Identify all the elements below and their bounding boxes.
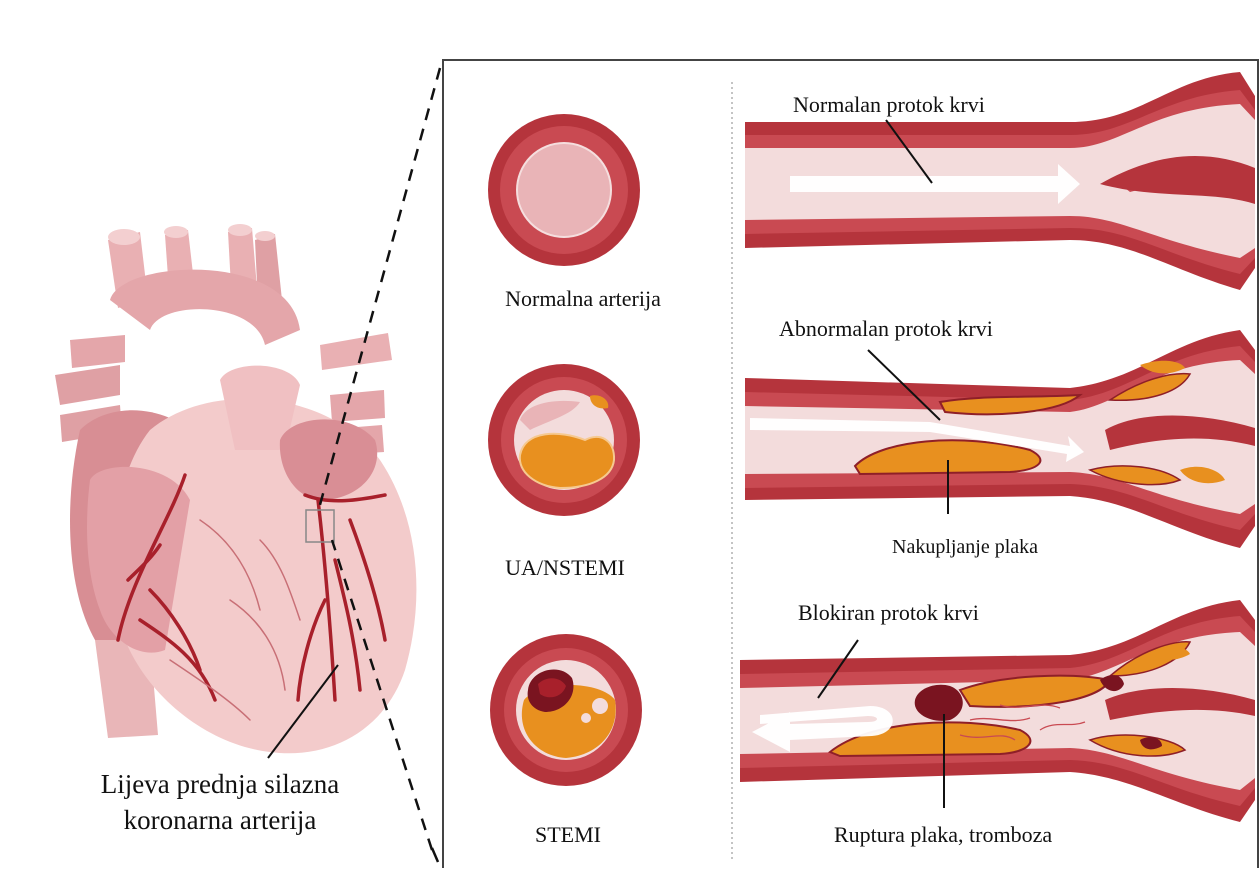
label-stemi: STEMI <box>448 822 688 848</box>
vessel-blocked <box>740 600 1255 822</box>
label-blocked-flow: Blokiran protok krvi <box>798 600 979 626</box>
heart-label-line1: Lijeva prednja silazna <box>55 766 385 802</box>
heart-illustration <box>55 224 416 753</box>
label-normal-flow: Normalan protok krvi <box>793 92 985 118</box>
cross-section-stemi <box>490 634 642 786</box>
cross-section-ua-nstemi <box>488 364 640 516</box>
vessel-abnormal <box>745 330 1255 548</box>
label-ua-nstemi: UA/NSTEMI <box>445 555 685 581</box>
label-rupture: Ruptura plaka, tromboza <box>834 822 1052 848</box>
cross-section-normal <box>488 114 640 266</box>
label-plaque-buildup: Nakupljanje plaka <box>892 536 1038 559</box>
heart-label: Lijeva prednja silazna koronarna arterij… <box>55 766 385 838</box>
label-normal-artery: Normalna arterija <box>463 286 703 312</box>
heart-label-line2: koronarna arterija <box>55 802 385 838</box>
label-abnormal-flow: Abnormalan protok krvi <box>779 316 993 342</box>
